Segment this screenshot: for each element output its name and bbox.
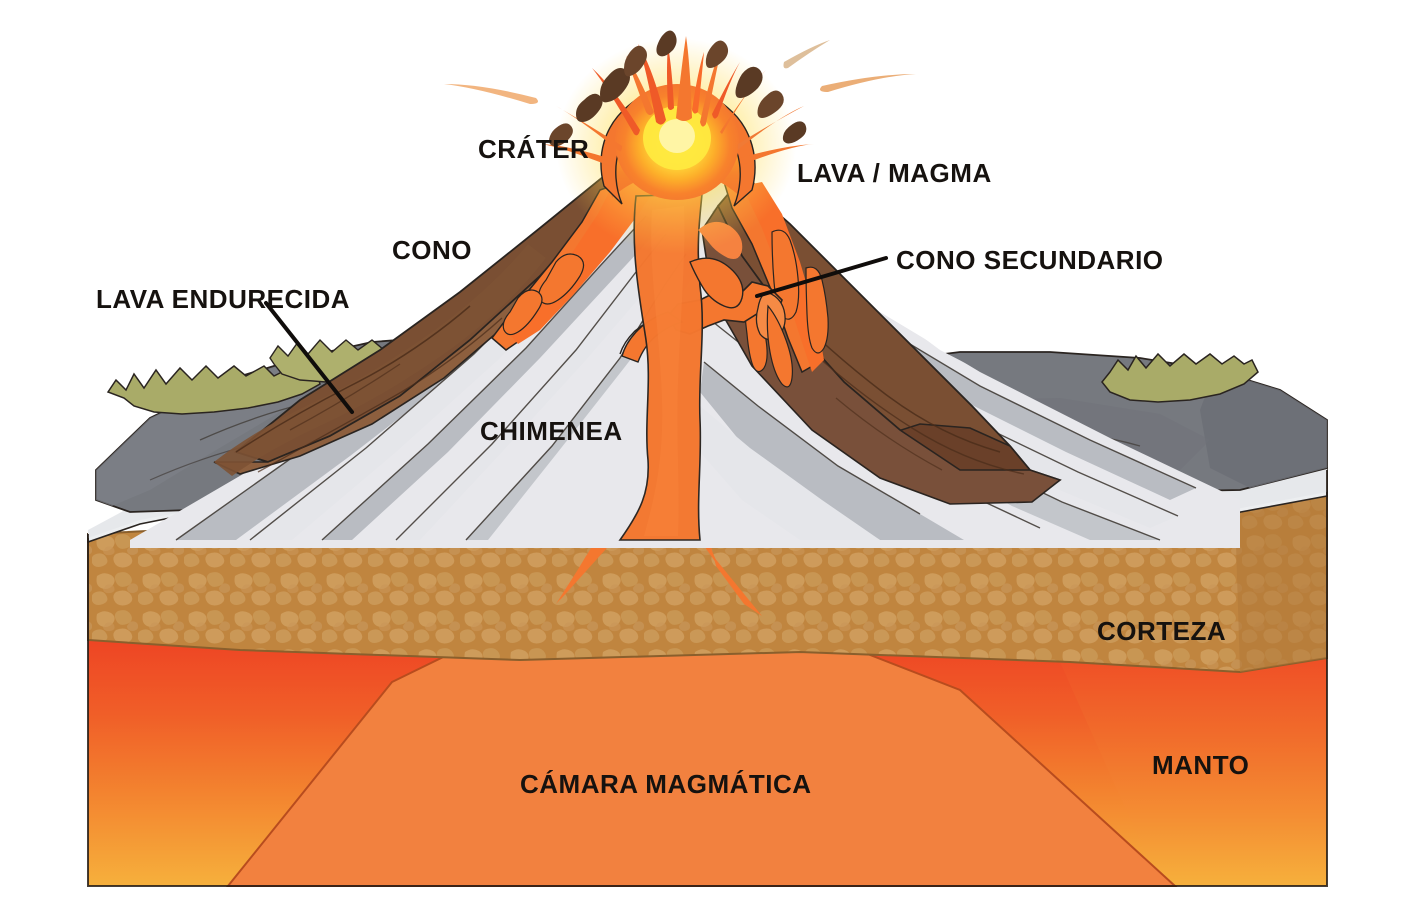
label-lava-magma: LAVA / MAGMA xyxy=(797,158,992,188)
label-crater: CRÁTER xyxy=(478,134,590,164)
block-outline xyxy=(87,470,1328,887)
ash-fragments xyxy=(549,30,807,147)
label-cono: CONO xyxy=(392,235,472,265)
leader-cono-secundario xyxy=(755,256,888,298)
label-corteza: CORTEZA xyxy=(1097,616,1227,646)
lava-ejecta xyxy=(542,36,814,167)
label-lava-endurecida: LAVA ENDURECIDA xyxy=(96,284,351,314)
ejecta-trails xyxy=(444,40,916,104)
leader-lava-endurecida xyxy=(264,301,354,414)
leader-lines xyxy=(264,256,888,414)
label-camara-magmatica: CÁMARA MAGMÁTICA xyxy=(520,769,812,799)
label-cono-secundario: CONO SECUNDARIO xyxy=(896,245,1164,275)
label-manto: MANTO xyxy=(1152,750,1250,780)
label-chimenea: CHIMENEA xyxy=(480,416,623,446)
crater-eruption xyxy=(444,30,916,254)
